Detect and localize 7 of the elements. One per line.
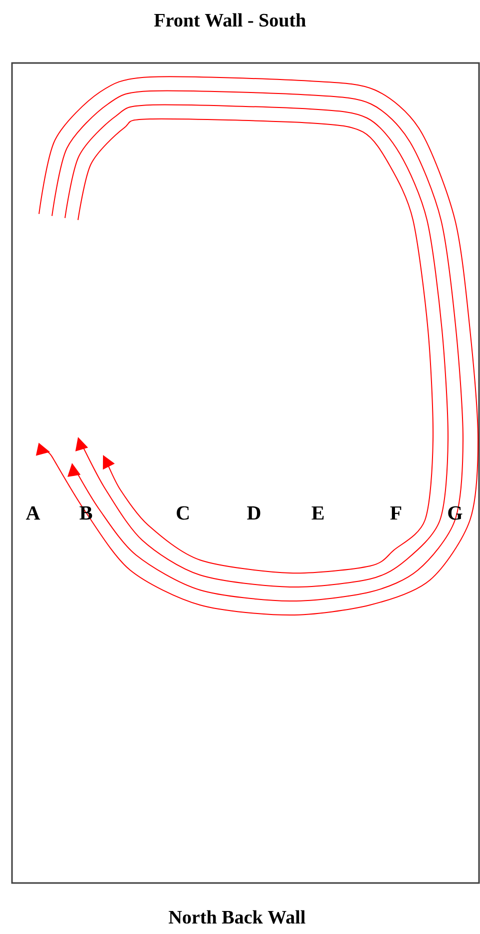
- caption: North Back Wall: [168, 910, 306, 924]
- title: Front Wall - South: [154, 13, 306, 27]
- position-letter: E: [312, 506, 324, 520]
- position-letter: A: [26, 506, 40, 520]
- position-letter: F: [390, 506, 402, 520]
- position-letter: C: [176, 506, 189, 520]
- position-letter: D: [247, 506, 260, 520]
